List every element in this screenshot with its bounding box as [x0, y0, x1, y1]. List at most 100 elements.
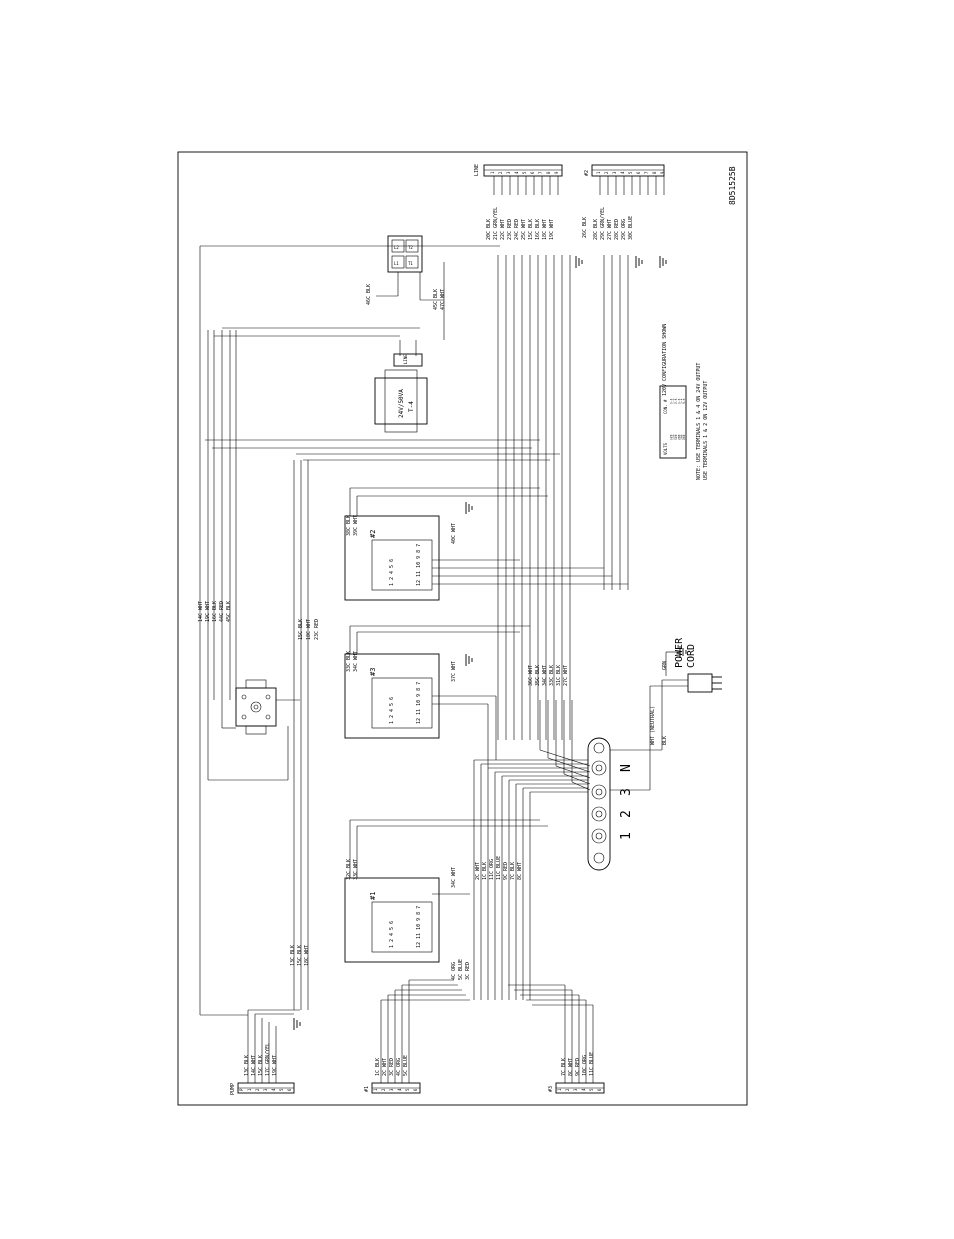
line-wire-label: 23C RED — [507, 219, 513, 240]
block-1-wire-label: 5C BLUE — [403, 1055, 409, 1076]
switch-pos-3: 3 — [619, 788, 634, 796]
line-wire-label: 20C BLK — [486, 219, 492, 240]
block-2-wire-label: 27C WHT — [607, 219, 613, 240]
block-2-terminal-4: 4 — [620, 171, 625, 174]
block-2-wire-label: 28C RED — [614, 219, 620, 240]
block-1-label: #1 — [364, 1086, 370, 1092]
line-wire-label: 18C WHT — [542, 219, 548, 240]
config-cell-con: 1-4 — [669, 398, 673, 404]
power-cord-label-2: CORD — [686, 644, 697, 668]
block-1-wire-label: 4C ORG — [396, 1058, 402, 1076]
harness-mid-wire-label: 18C WHT — [306, 619, 312, 640]
controller-1-wire-5c: 5C BLUE — [458, 959, 464, 980]
block-1-wire-label: 2C WHT — [382, 1058, 388, 1076]
switch-pos-2: 2 — [619, 810, 634, 818]
wire — [563, 773, 591, 785]
block-2-terminal-1: 1 — [596, 171, 601, 174]
line-wire-label: 22C WHT — [500, 219, 506, 240]
bundle-lower-wire-label: 9C RED — [503, 862, 509, 880]
note-line-2: USE TERMINALS 1 & 2 ON 12V OUTPUT — [703, 381, 709, 480]
wire — [547, 757, 591, 773]
line-wire-label: 15C BLK — [528, 219, 534, 240]
block-1-terminal-6: 6 — [413, 1088, 418, 1091]
controller-3-wire-33c: 33C BLK — [346, 651, 352, 672]
block-2-terminal-8: 8 — [652, 171, 657, 174]
controller-2-pins-bottom: 12 11 10 9 8 7 — [416, 544, 422, 586]
pump-terminal-5: 4 — [271, 1088, 276, 1091]
block-3-wire-label: 10C ORG — [582, 1055, 588, 1076]
block-2-wire-label: 30C BLUE — [628, 216, 634, 240]
config-shown-note: 120V CONFIGURATION SHOWN — [662, 324, 668, 396]
transformer-wire-45c: 45C BLK — [433, 289, 439, 310]
block-2-terminal-9: 9 — [660, 171, 665, 174]
line-terminal-4: 4 — [514, 171, 519, 174]
bundle-center-wire-label: 27C WHT — [563, 665, 569, 686]
line-wire-label: 16C BLK — [535, 219, 541, 240]
relay-contact-l2: L2 — [394, 245, 399, 250]
controller-2-pins-top: 1 2 4 5 6 — [389, 559, 395, 586]
pump-wire-label: 19C WHT — [272, 1055, 278, 1076]
controller-3: #3 1 2 4 5 6 12 11 10 9 8 7 33C BLK 34C … — [344, 651, 457, 739]
line-terminal-5: 5 — [522, 171, 527, 174]
pump-terminal-6: 5 — [279, 1088, 284, 1091]
block-2-label: #2 — [584, 170, 590, 176]
pump-wire-label: 13C BLK — [244, 1055, 250, 1076]
line-wire-label: 19C WHT — [549, 219, 555, 240]
block-2-terminal-6: 6 — [636, 171, 641, 174]
pump-harness-wire-label: 18C WHT — [304, 945, 310, 966]
controller-2-wire-39c: 39C WHT — [353, 515, 359, 536]
harness-top-wire-label: 14C WHT — [198, 601, 204, 622]
block-1-terminal-3: 3 — [389, 1088, 394, 1091]
controller-1-wire-33c: 33C WHT — [353, 859, 359, 880]
relay: T2 T1 L2 L1 — [387, 235, 423, 273]
config-cell-volts: 208 — [679, 434, 683, 440]
line-terminal-9: 9 — [554, 171, 559, 174]
wire — [539, 749, 591, 767]
wiring-lines — [199, 176, 688, 1083]
power-cord-wire-blk: BLK — [662, 736, 668, 745]
bundle-center-wire-label: 34C WHT — [542, 665, 548, 686]
controller-1-wire-4c: 4C ORG — [451, 962, 457, 980]
block-3-wire-label: 8C WHT — [568, 1058, 574, 1076]
wire — [555, 765, 591, 779]
line-terminal-6: 6 — [530, 171, 535, 174]
drawing-number: 8D51525B — [728, 166, 737, 205]
pump-harness-wire-label: 13C BLK — [290, 945, 296, 966]
pump-block-label: PUMP — [230, 1083, 236, 1095]
bundle-center-wire-label: 31C BLK — [556, 665, 562, 686]
config-cell-volts: 240 — [682, 434, 686, 440]
controller-2-label: #2 — [369, 530, 377, 538]
line-wire-label: 24C RED — [514, 219, 520, 240]
line-terminal-1: 1 — [490, 171, 495, 174]
controller-2-wire-38c: 38C BLK — [346, 515, 352, 536]
pump-wire-label: 17C GRN/YEL — [265, 1043, 271, 1076]
block-1-terminal-5: 5 — [405, 1088, 410, 1091]
harness-top-wire-label: 45C BLK — [226, 601, 232, 622]
selector-switch: N 3 2 1 — [587, 737, 634, 871]
bundle-center-wire-label: 36C WHT — [528, 665, 534, 686]
block-2-wire-label: 28C BLK — [593, 219, 599, 240]
block-2-wire-label: 29C GRN/YEL — [600, 207, 606, 240]
block-2-terminal-7: 7 — [644, 171, 649, 174]
power-cord: POWER CORD GRN WHT (NEUTRAL) BLK — [650, 637, 722, 745]
pump-wire-label: 14C WHT — [251, 1055, 257, 1076]
line-terminal-3: 3 — [506, 171, 511, 174]
block-2-terminal-3: 3 — [612, 171, 617, 174]
controller-1-pins-bottom: 12 11 10 9 8 7 — [416, 906, 422, 948]
block-2-wire-label: 29C ORG — [621, 219, 627, 240]
controller-3-pins-top: 1 2 4 5 6 — [389, 697, 395, 724]
block-1-terminal-2: 2 — [381, 1088, 386, 1091]
config-cell-volts: 120 — [674, 434, 678, 440]
block-3-label: #3 — [548, 1086, 554, 1092]
note-line-1: NOTE: USE TERMINALS 1 & 4 ON 24V OUTPUT — [696, 363, 702, 480]
line-terminal-8: 8 — [546, 171, 551, 174]
line-terminal-7: 7 — [538, 171, 543, 174]
relay-contact-t1: T1 — [408, 261, 413, 266]
